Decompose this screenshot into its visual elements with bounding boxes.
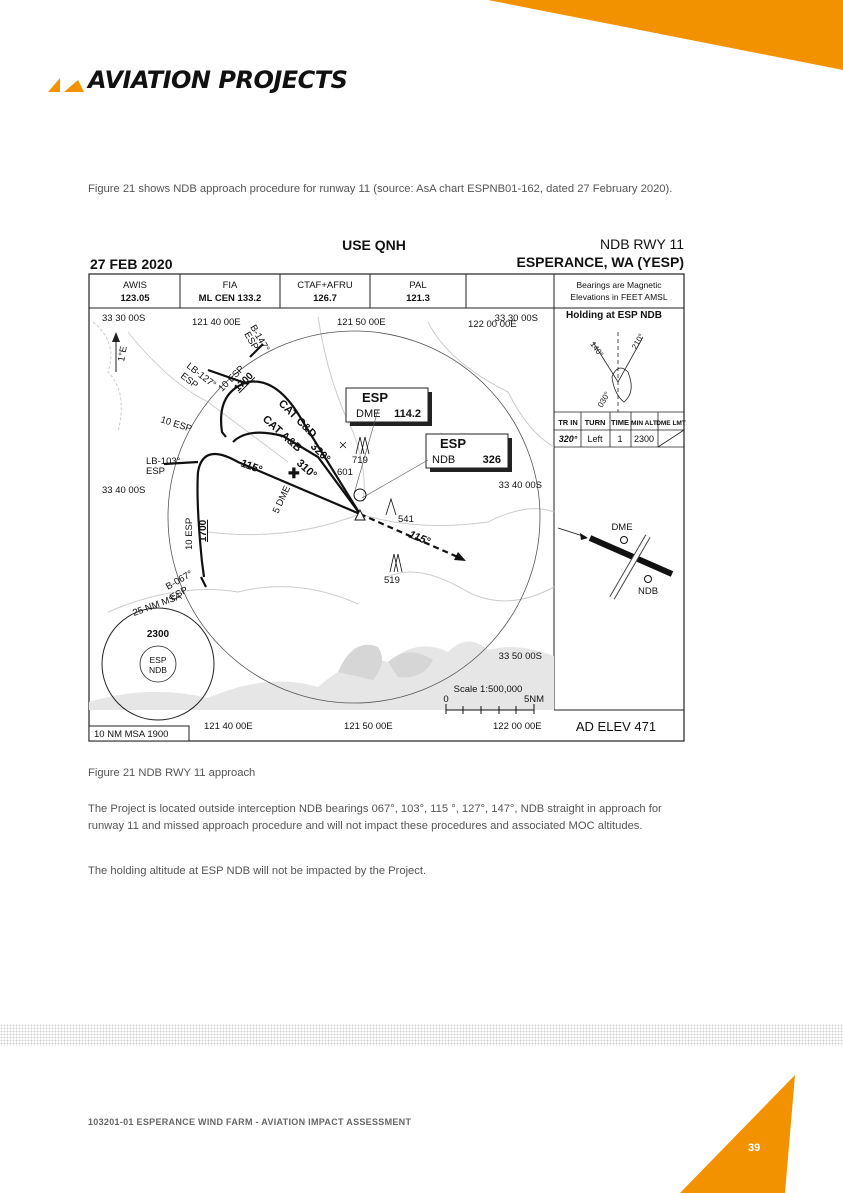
lon-label-3: 121 40 00E — [204, 721, 253, 732]
hold-cell-turn: Left — [587, 434, 603, 444]
hold-cell-time: 1 — [617, 434, 622, 444]
holding-pattern-diagram — [592, 332, 644, 412]
figure-caption: Figure 21 NDB RWY 11 approach — [88, 767, 256, 779]
approach-chart: USE QNH NDB RWY 11 27 FEB 2020 ESPERANCE… — [88, 236, 686, 742]
scale-label: Scale 1:500,000 — [454, 684, 523, 695]
arrival-label-8: ESP — [146, 466, 165, 477]
hold-bearing-140: 140° — [588, 340, 605, 359]
north-arrow-icon — [112, 332, 120, 372]
fix-cross-icon: ✚ — [288, 465, 300, 481]
aerodrome-diagram — [557, 527, 674, 600]
intro-paragraph: Figure 21 shows NDB approach procedure f… — [88, 183, 673, 195]
scale-bar — [445, 704, 535, 714]
lon-label-0: 121 40 00E — [192, 317, 241, 328]
chart-date: 27 FEB 2020 — [90, 256, 173, 272]
page-number: 39 — [748, 1142, 761, 1154]
msa-ndb-ident: ESP — [149, 655, 166, 665]
lon-label-1: 121 50 00E — [337, 317, 386, 328]
footer-accent-triangle — [680, 1075, 795, 1193]
header-accent-band — [488, 0, 843, 70]
hold-bearing-210: 210° — [630, 332, 646, 351]
obstacle-icons — [339, 436, 403, 573]
hold-header-minalt: MIN ALT — [631, 420, 657, 427]
lat-label-0: 33 30 00S — [102, 313, 145, 324]
procedure-tracks — [163, 343, 461, 588]
holding-table — [554, 411, 685, 448]
dme-type: DME — [356, 408, 380, 420]
elevation-541: 541 — [398, 514, 414, 525]
freq-name-0: AWIS — [123, 280, 147, 291]
msa-ndb-type: NDB — [149, 665, 167, 675]
dme-ident: ESP — [362, 390, 388, 405]
freq-name-3: PAL — [409, 280, 426, 291]
aerodrome-elevation: AD ELEV 471 — [576, 719, 656, 734]
diagram-dme-label: DME — [611, 522, 632, 533]
arrival-label-7: LB-103° — [146, 456, 181, 467]
hold-cell-trin: 320° — [559, 434, 578, 444]
logo-icon — [48, 78, 84, 92]
msa-10nm-label: 10 NM MSA 1900 — [94, 729, 168, 740]
brand-logo: AVIATION PROJECTS — [88, 66, 348, 94]
arrival-label-6: 10 ESP — [159, 414, 193, 434]
missed-approach-arrowhead — [454, 552, 466, 561]
elevation-719: 719 — [352, 455, 368, 466]
msa-outer-circle — [101, 607, 215, 721]
msa-inner-circle — [139, 645, 177, 683]
lat-label-4: 33 30 00S — [495, 313, 538, 324]
holding-title: Holding at ESP NDB — [566, 310, 662, 321]
chart-use-qnh: USE QNH — [342, 237, 406, 253]
freq-name-2: CTAF+AFRU — [297, 280, 353, 291]
arrival-label-10: 1700 — [198, 519, 209, 542]
hold-cell-minalt: 2300 — [634, 434, 654, 444]
arrival-label-9: 10 ESP — [184, 518, 195, 550]
magnetic-variation: 1°E — [116, 345, 130, 362]
footer-document-title: 103201-01 ESPERANCE WIND FARM - AVIATION… — [88, 1117, 412, 1127]
ndb-symbol-icon — [354, 508, 366, 521]
body-paragraph-1: The Project is located outside intercept… — [88, 803, 662, 832]
body-paragraph-2: The holding altitude at ESP NDB will not… — [88, 865, 427, 877]
freq-name-1: FIA — [223, 280, 238, 291]
hold-header-dmelmt: DME LMT — [656, 420, 686, 427]
hold-bearing-030: 030° — [596, 390, 612, 409]
freq-value-3: 121.3 — [406, 293, 430, 304]
lat-label-3: 33 50 00S — [499, 651, 542, 662]
hold-header-time: TIME — [611, 418, 629, 427]
ndb-type: NDB — [432, 454, 455, 466]
msa-25nm-label: 25 NM MSA — [131, 591, 184, 619]
msa-altitude: 2300 — [147, 629, 170, 640]
scale-tick-5nm: 5NM — [524, 694, 544, 705]
lat-label-2: 33 40 00S — [499, 480, 542, 491]
ndb-freq: 326 — [483, 454, 501, 466]
lon-label-4: 121 50 00E — [344, 721, 393, 732]
lon-label-5: 122 00 00E — [493, 721, 542, 732]
hold-header-turn: TURN — [585, 418, 606, 427]
aerodrome-icon — [353, 488, 367, 502]
chart-procedure-title: NDB RWY 11 — [600, 236, 684, 252]
elevation-519: 519 — [384, 575, 400, 586]
lat-label-1: 33 40 00S — [102, 485, 145, 496]
hold-header-trin: TR IN — [558, 418, 578, 427]
lon-label-2: 122 00 00E — [468, 319, 517, 330]
freq-value-2: 126.7 — [313, 293, 337, 304]
elevation-601: 601 — [337, 467, 353, 478]
bearings-note-line1: Bearings are Magnetic — [576, 280, 662, 290]
scale-tick-0: 0 — [443, 694, 448, 705]
bearings-note-line2: Elevations in FEET AMSL — [570, 292, 667, 302]
diagram-ndb-label: NDB — [638, 586, 658, 597]
track-label-5dme: 5 DME — [271, 484, 293, 515]
dme-freq: 114.2 — [394, 408, 421, 420]
map-area — [89, 316, 555, 710]
decorative-dot-band — [0, 1024, 843, 1046]
freq-value-1: ML CEN 133.2 — [199, 293, 262, 304]
freq-value-0: 123.05 — [120, 293, 150, 304]
ndb-ident: ESP — [440, 436, 466, 451]
track-label-115-inbound: 115° — [239, 458, 264, 477]
chart-aerodrome: ESPERANCE, WA (YESP) — [516, 254, 684, 270]
